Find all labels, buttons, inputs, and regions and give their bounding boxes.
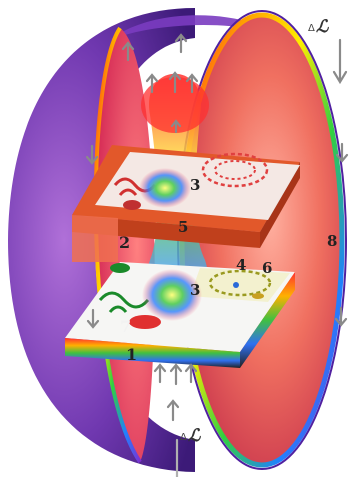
label-5: 5 <box>178 218 188 236</box>
label-3-bottom: 3 <box>190 281 200 299</box>
label-4: 4 <box>236 256 246 274</box>
delta-symbol: Δ <box>308 23 315 34</box>
label-3-top: 3 <box>190 176 200 194</box>
upper-glow <box>139 168 191 208</box>
delta-symbol: Δ <box>180 432 187 443</box>
label-6: 6 <box>262 259 272 277</box>
script-l-symbol: ℒ <box>188 426 201 446</box>
label-1: 1 <box>126 345 137 364</box>
script-l-symbol: ℒ <box>316 17 329 37</box>
label-8: 8 <box>327 232 337 250</box>
delta-l-top: Δ ℒ <box>308 17 329 37</box>
label-2: 2 <box>119 233 130 252</box>
label-7: 7 <box>120 317 131 336</box>
